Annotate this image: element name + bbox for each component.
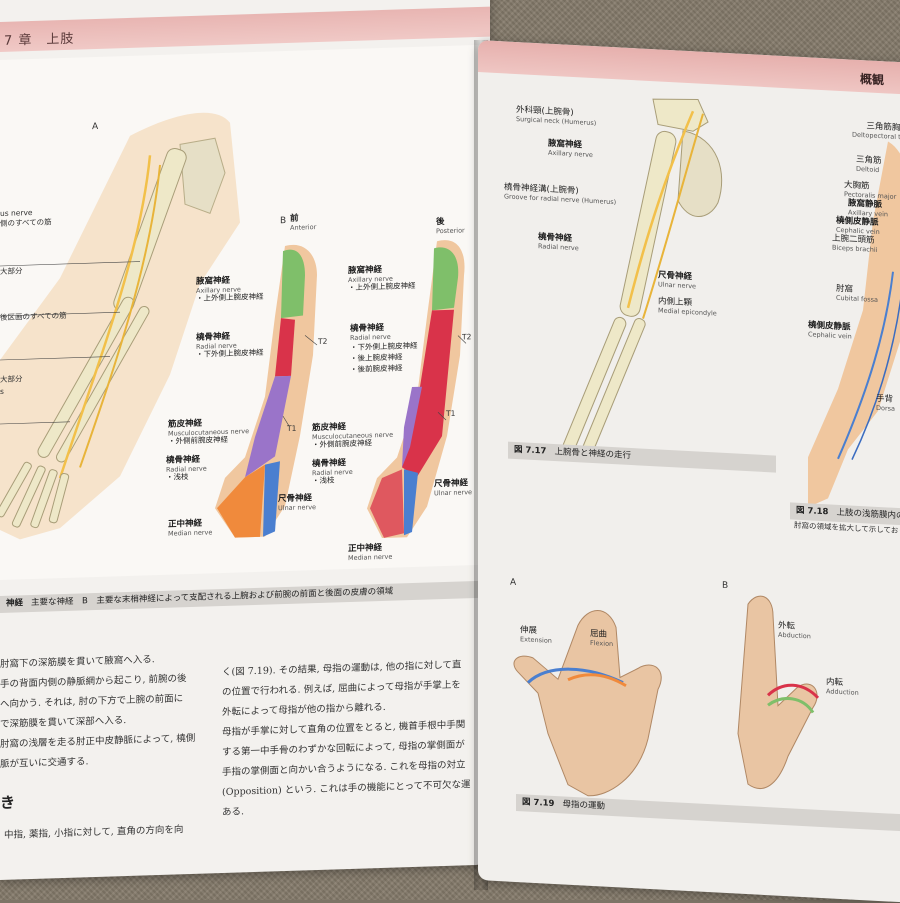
section-heading: き — [0, 793, 16, 812]
label-anterior: 前 Anterior — [290, 213, 317, 232]
back-label-musculocutaneous: 筋皮神経 Musculocutaneous nerve ・外側前腕皮神経 — [312, 422, 394, 450]
thumb-abduction-adduction-illustration — [737, 595, 820, 789]
fig17-label-ulnar: 尺骨神経 Ulnar nerve — [658, 270, 697, 291]
figure-7-16-caption: 神経主要な神経 B 主要な末梢神経によって支配される上腕および前腕の前面と後面の… — [0, 580, 480, 613]
back-label-median: 正中神経 Median nerve — [348, 542, 393, 562]
fig18-label-dorsal: 手背 Dorsa — [876, 393, 896, 413]
fig19-label-adduction: 内転 Adduction — [826, 677, 859, 697]
right-page: 概観 外科頸(上腕骨) Surgical neck (Humerus) 腋窩神経… — [478, 40, 900, 903]
fig18-label-biceps: 上腕二頭筋 Biceps brachii — [832, 233, 878, 254]
chapter-title: 7 章 上肢 — [4, 31, 75, 49]
fig17-label-axillary: 腋窩神経 Axillary nerve — [548, 138, 593, 159]
fig18-label-cephalic-vein-2: 橈側皮静脈 Cephalic vein — [808, 320, 852, 341]
front-label-musculocutaneous: 筋皮神経 Musculocutaneous nerve ・外側前腕皮神経 — [168, 418, 250, 446]
section-title: 概観 — [859, 72, 884, 88]
fig19-label-flexion: 屈曲 Flexion — [590, 628, 614, 648]
label-t1-back: T1 — [446, 408, 456, 418]
body-text-column-1: 肘窩下の深筋膜を貫いて腋窩へ入る. 手の背面内側の静脈網から起こり, 前腕の後 … — [0, 654, 196, 770]
superficial-veins-illustration — [808, 141, 900, 508]
front-label-radial: 橈骨神経 Radial nerve ・下外側上腕皮神経 — [196, 331, 264, 360]
arm-skeleton-illustration — [0, 112, 240, 540]
label-nerve-a5: 大部分 — [0, 374, 23, 384]
fig18-label-cubital-fossa: 肘窩 Cubital fossa — [836, 283, 879, 304]
fig18-label-deltopectoral: 三角筋胸筋三 Deltopectoral triang — [852, 121, 900, 141]
label-t2-front: T2 — [318, 336, 328, 347]
label-nerve-a3: 大部分 — [0, 266, 23, 276]
back-label-axillary: 腋窩神経 Axillary nerve ・上外側上腕皮神経 — [348, 264, 416, 293]
label-t2-back: T2 — [462, 332, 472, 342]
front-label-axillary: 腋窩神経 Axillary nerve ・上外側上腕皮神経 — [196, 275, 264, 304]
fig17-label-radial: 橈骨神経 Radial nerve — [538, 232, 579, 253]
dermatome-back-illustration — [367, 240, 467, 538]
body-text-column-1-bottom: 中指, 薬指, 小指に対して, 直角の方向を向 — [4, 824, 184, 841]
back-label-radial: 橈骨神経 Radial nerve ・下外側上腕皮神経 ・後上腕皮神経 ・後前腕… — [350, 322, 418, 375]
fig19-label-extension: 伸展 Extension — [520, 625, 552, 645]
fig17-label-medial-epicondyle: 内側上顆 Medial epicondyle — [658, 296, 717, 318]
front-label-radial-superficial: 橈骨神経 Radial nerve ・浅枝 — [166, 454, 207, 483]
figure-7-16: A us nerve 側のすべての筋 大部分 後区画のすべての筋 大部分 — [0, 44, 480, 580]
label-t1-front: T1 — [287, 423, 297, 433]
dermatome-front-illustration — [215, 244, 318, 538]
label-nerve-a6: s — [0, 386, 4, 396]
back-label-ulnar: 尺骨神経 Ulnar nerve — [434, 478, 473, 498]
back-label-radial-superficial: 橈骨神経 Radial nerve ・浅枝 — [312, 458, 353, 486]
label-posterior: 後 Posterior — [436, 217, 465, 236]
humerus-nerve-illustration — [561, 98, 723, 457]
figure-letter-b: B — [280, 216, 287, 227]
left-page: 7 章 上肢 A us nerve 側のすべての筋 大部分 後区 — [0, 0, 490, 880]
thumb-flexion-extension-illustration — [513, 610, 662, 797]
front-label-ulnar: 尺骨神経 Ulnar nerve — [278, 493, 317, 513]
fig19-label-abduction: 外転 Abduction — [778, 620, 811, 641]
front-label-median: 正中神経 Median nerve — [168, 518, 213, 538]
label-nerve-a2: 側のすべての筋 — [0, 217, 52, 228]
body-text-column-2: く(図 7.19). その結果, 母指の運動は, 他の指に対して直 の位置で行わ… — [222, 659, 471, 819]
fig18-label-deltoid: 三角筋 Deltoid — [856, 154, 882, 174]
